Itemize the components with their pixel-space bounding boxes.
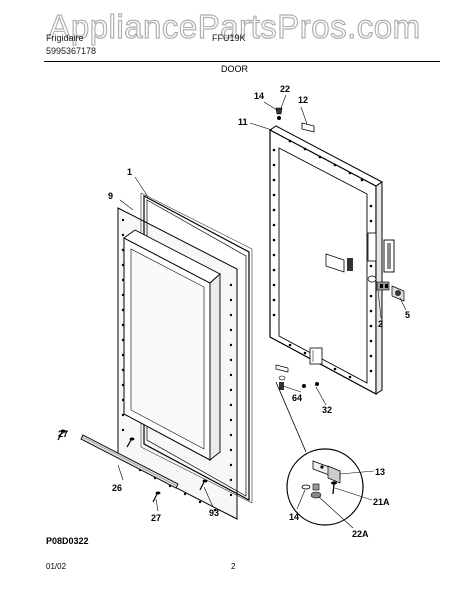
hinge-detail-inset: [275, 381, 364, 526]
callout-32: 32: [322, 405, 332, 415]
callout-2: 2: [378, 319, 383, 329]
callout-12: 12: [298, 95, 308, 105]
leader-lines: [60, 94, 407, 529]
lock-assembly: [367, 275, 405, 302]
callout-14-top: 14: [254, 91, 264, 101]
callout-22A: 22A: [352, 529, 369, 539]
callout-9: 9: [108, 191, 113, 201]
outer-door-panel: [269, 125, 395, 396]
section-title: DOOR: [221, 64, 248, 74]
screws: [57, 429, 208, 503]
top-hinge-hardware: [275, 107, 315, 133]
callout-93: 93: [209, 508, 219, 518]
callout-64: 64: [292, 393, 302, 403]
model-label: FFU19K: [212, 33, 246, 43]
page-number: 2: [231, 562, 236, 571]
door-liner-and-gasket: [117, 192, 253, 520]
callout-labels: 1 9 11 12 14 22 2 5 64 32 13 14 21A 22A …: [58, 84, 410, 539]
brand-label: Frigidaire: [46, 33, 84, 43]
callout-27-upper: 27: [58, 429, 68, 439]
bottom-hinge-hardware: [275, 364, 319, 390]
header-divider: [44, 61, 440, 62]
figure-code: P08D0322: [46, 536, 89, 546]
watermark: AppliancePartsPros.com: [48, 7, 421, 45]
callout-5: 5: [405, 310, 410, 320]
callout-14-detail: 14: [289, 512, 299, 522]
footer-date: 01/02: [46, 562, 67, 571]
callout-13: 13: [375, 467, 385, 477]
callout-1: 1: [127, 167, 132, 177]
callout-27-lower: 27: [151, 513, 161, 523]
bottom-trim-strip: [80, 434, 179, 489]
callout-11: 11: [238, 117, 248, 127]
callout-21A: 21A: [373, 497, 390, 507]
callout-22: 22: [280, 84, 290, 94]
part-number-label: 5995367178: [46, 46, 97, 56]
callout-26: 26: [112, 483, 122, 493]
